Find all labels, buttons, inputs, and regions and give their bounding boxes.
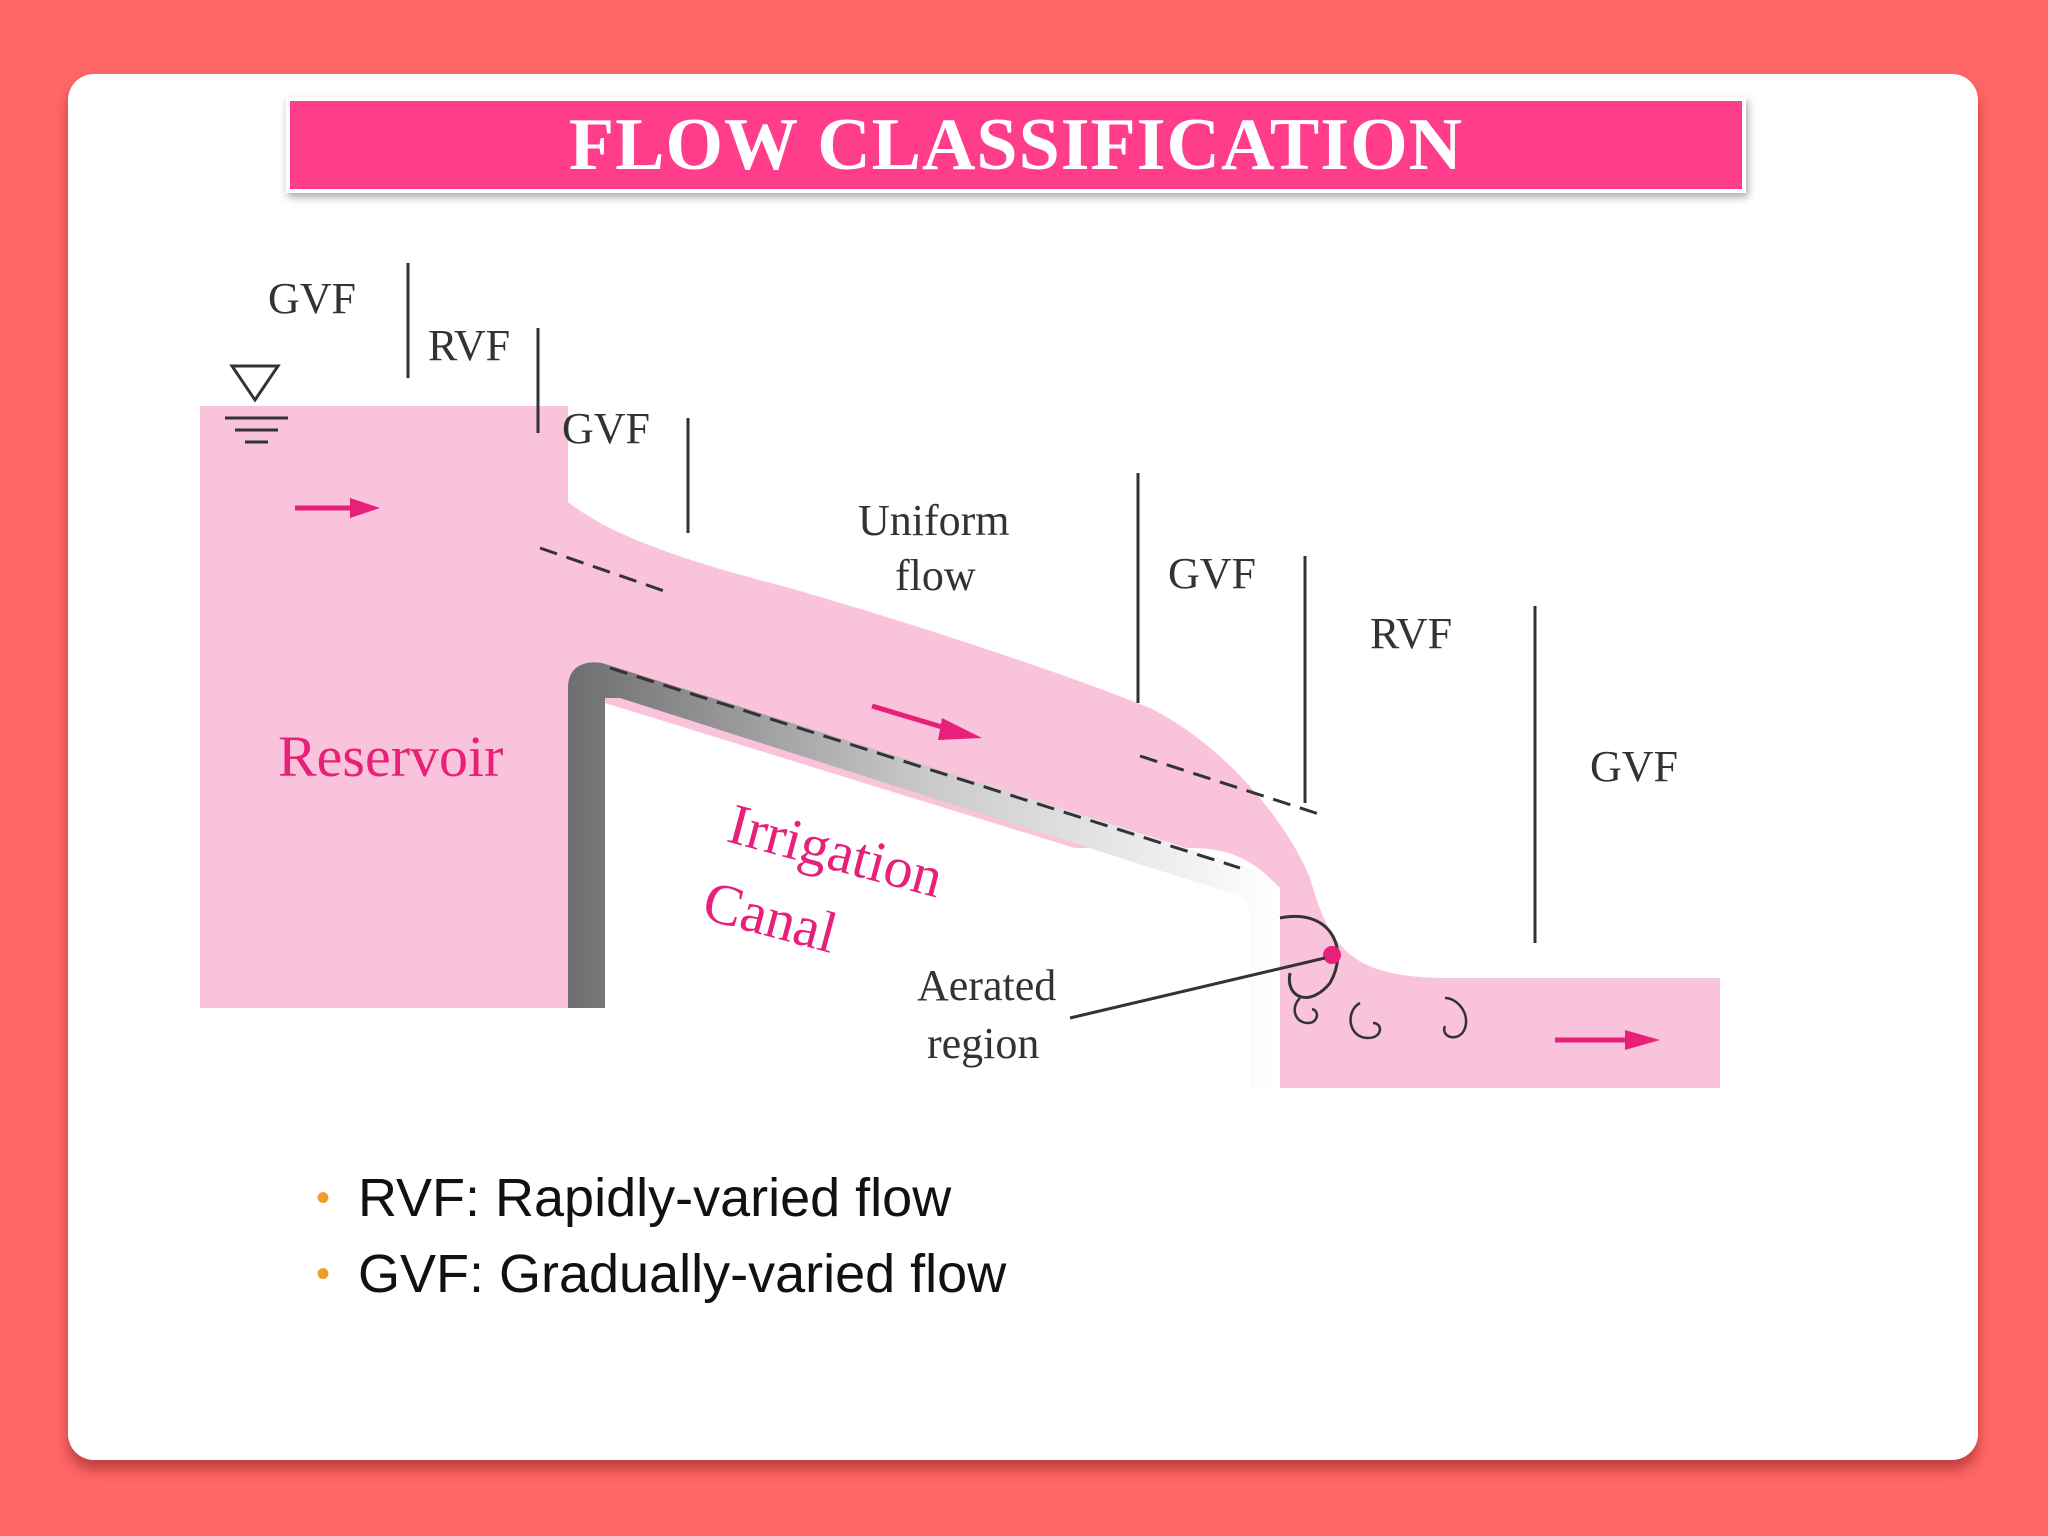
bullet-item: • GVF: Gradually-varied flow [310, 1236, 1006, 1312]
aerated-leader [1069, 956, 1326, 1020]
arrow-icon-1 [295, 498, 380, 518]
bullet-text: RVF: Rapidly-varied flow [358, 1168, 952, 1228]
eddy-icon-3 [1442, 996, 1468, 1039]
bullet-item: • RVF: Rapidly-varied flow [310, 1160, 1006, 1236]
label-reservoir: Reservoir [278, 724, 504, 789]
dashed-line-1 [539, 546, 671, 595]
aerated-dot [1323, 946, 1341, 964]
reservoir-block [200, 406, 568, 1008]
aeration-curl [1279, 915, 1340, 999]
label-aerated-1: Aerated [917, 961, 1056, 1010]
label-rvf-2: RVF [1370, 609, 1452, 658]
label-rvf-1: RVF [428, 321, 510, 370]
label-uniform-1: Uniform [858, 496, 1010, 545]
label-uniform-2: flow [895, 551, 976, 600]
label-gvf-4: GVF [1590, 742, 1678, 791]
arrow-icon-3 [1555, 1030, 1660, 1050]
eddy-icon-2 [1349, 1001, 1382, 1040]
water-surface-icon [229, 364, 281, 403]
flow-diagram: GVF RVF GVF Uniform flow GVF RVF GVF Aer… [200, 263, 1720, 1088]
label-gvf-3: GVF [1168, 549, 1256, 598]
bullet-dot-icon: • [316, 1252, 331, 1296]
bullet-dot-icon: • [316, 1176, 331, 1220]
title-banner: FLOW CLASSIFICATION [286, 97, 1746, 193]
label-gvf-2: GVF [562, 404, 650, 453]
arrow-icon-2 [871, 703, 982, 740]
dashed-line-3 [1139, 754, 1326, 818]
bullet-text: GVF: Gradually-varied flow [358, 1244, 1007, 1304]
label-gvf-1: GVF [268, 274, 356, 323]
slide-title: FLOW CLASSIFICATION [568, 104, 1464, 186]
water-body [200, 406, 1720, 1088]
canal-inner [605, 703, 1250, 1088]
label-aerated-2: region [927, 1019, 1039, 1068]
eddy-icon-1 [1293, 997, 1319, 1025]
bullet-list: • RVF: Rapidly-varied flow • GVF: Gradua… [310, 1160, 1006, 1312]
